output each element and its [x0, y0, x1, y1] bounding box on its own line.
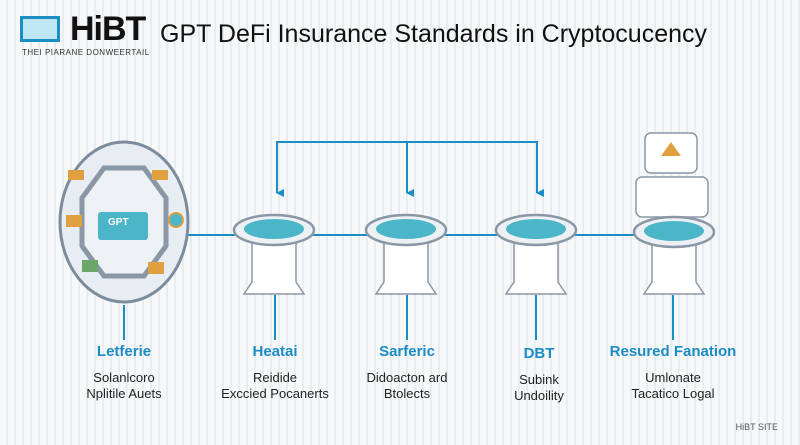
stage-line: Solanlcoro — [93, 370, 155, 385]
folder-icon — [66, 215, 82, 227]
stage-line: Undoility — [514, 388, 564, 403]
stage-nodes — [232, 132, 716, 295]
logo-text: HiBT — [70, 10, 146, 48]
stage-line: Subink — [519, 372, 559, 387]
hub-screen — [98, 212, 148, 240]
stage-line: Exccied Pocanerts — [221, 386, 329, 401]
stage-heading: Letferie — [96, 343, 152, 360]
folder-icon — [152, 170, 168, 180]
stage-node-5 — [632, 132, 716, 295]
folder-icon — [68, 170, 84, 180]
globe-icon — [168, 212, 184, 228]
shield-badge-icon — [661, 142, 681, 156]
stage-line: Tacatico Logal — [631, 386, 715, 401]
document-icon — [148, 262, 164, 274]
document-icon — [82, 260, 98, 272]
stage-node-4 — [494, 213, 578, 295]
stage-line: Umlonate — [645, 370, 701, 385]
logo-icon — [20, 16, 60, 42]
stage-node-2 — [232, 213, 316, 295]
stage-heading: Resured Fanation — [609, 343, 737, 360]
logo-subtitle: THEI PIARANE DONWEERTAIL — [22, 48, 150, 57]
stage-heading: Sarferic — [379, 343, 435, 360]
stage-line: Btolects — [383, 386, 431, 401]
stage-node-3 — [364, 213, 448, 295]
stage-line: Nplitile Auets — [86, 386, 162, 401]
stage-line: Reidide — [252, 370, 298, 385]
hub-label: GPT — [108, 217, 129, 228]
footer-credit: HiBT SITE — [735, 422, 778, 432]
page-title: GPT DeFi Insurance Standards in Cryptocu… — [160, 20, 708, 48]
stage-heading: DBT — [523, 345, 555, 362]
hub-node — [58, 140, 190, 304]
stage-heading: Heatai — [252, 343, 298, 360]
stage-line: Didoacton ard — [366, 370, 448, 385]
